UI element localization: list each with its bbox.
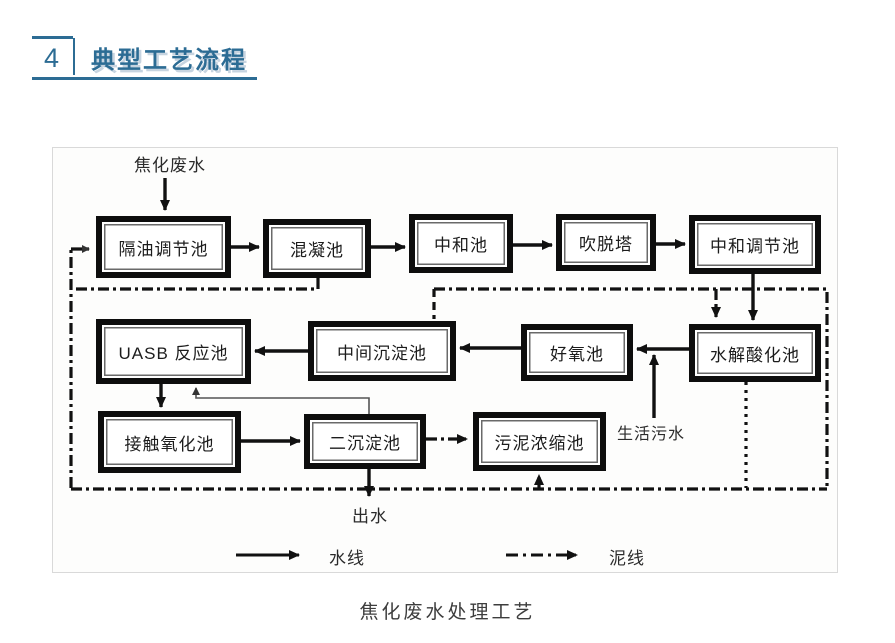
section-number: 4 bbox=[32, 36, 74, 75]
water-lines bbox=[156, 178, 758, 497]
process-box-coagulation-tank: 混凝池 bbox=[263, 219, 371, 278]
header-divider bbox=[73, 38, 76, 75]
domestic-sewage-label: 生活污水 bbox=[617, 426, 686, 443]
process-box-hydrolysis-acidification-tank: 水解酸化池 bbox=[689, 324, 821, 382]
process-box-neutralization-regulating-tank: 中和调节池 bbox=[689, 215, 821, 274]
recycle-line bbox=[192, 387, 370, 414]
process-box-intermediate-sedimentation-tank: 中间沉淀池 bbox=[308, 321, 456, 381]
section-header: 4 典型工艺流程 bbox=[32, 36, 258, 80]
process-box-stripping-tower: 吹脱塔 bbox=[556, 214, 656, 271]
process-box-uasb-reactor: UASB 反应池 bbox=[96, 319, 251, 384]
effluent-label: 出水 bbox=[352, 507, 388, 526]
process-box-aerobic-tank: 好氧池 bbox=[521, 324, 633, 381]
legend-water-line-label: 水线 bbox=[329, 549, 365, 568]
legend-sludge-line-label: 泥线 bbox=[609, 549, 645, 568]
influent-label: 焦化废水 bbox=[134, 156, 206, 175]
process-box-oil-separation-regulating-tank: 隔油调节池 bbox=[96, 216, 231, 278]
process-box-contact-oxidation-tank: 接触氧化池 bbox=[98, 411, 241, 473]
process-flow-diagram: 隔油调节池 混凝池 中和池 吹脱塔 中和调节池 UASB 反应池 中间沉淀池 好… bbox=[52, 147, 838, 573]
flow-connections bbox=[69, 178, 829, 560]
process-box-secondary-sedimentation-tank: 二沉淀池 bbox=[304, 414, 426, 469]
figure-caption: 焦化废水处理工艺 bbox=[359, 602, 536, 623]
process-box-sludge-thickening-tank: 污泥浓缩池 bbox=[473, 412, 606, 471]
section-title: 典型工艺流程 bbox=[91, 47, 248, 74]
process-box-neutralization-tank: 中和池 bbox=[409, 214, 513, 273]
sludge-lines bbox=[69, 245, 829, 491]
